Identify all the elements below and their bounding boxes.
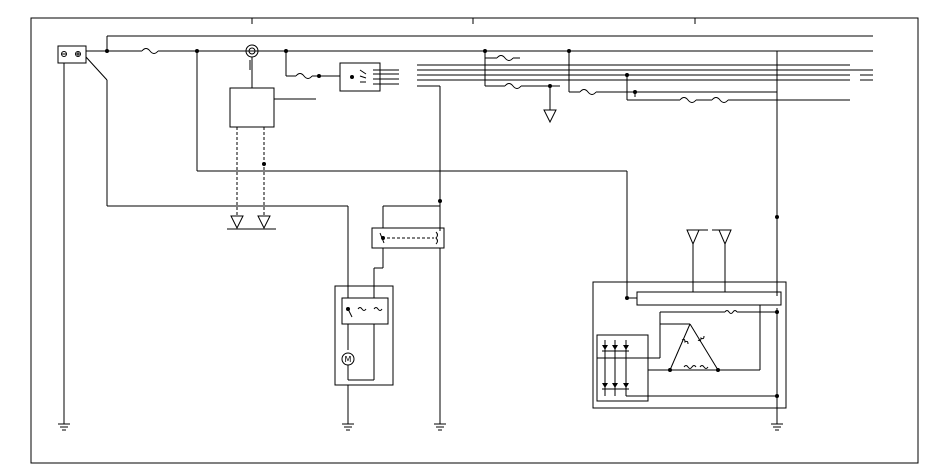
ground-symbol: [771, 423, 783, 431]
ignition-sense-wire: [196, 51, 628, 296]
alternator-output-wire: [775, 51, 779, 424]
ground-symbol: [58, 423, 70, 431]
relay-coil-feed: [417, 85, 442, 424]
ground-symbol: [434, 423, 446, 431]
starter-motor: M: [334, 285, 394, 424]
diagram-frame: [30, 17, 919, 464]
rectifier-bridge: [596, 305, 777, 402]
starter-motor-label: M: [345, 355, 352, 364]
main-supply-bus: [86, 35, 873, 53]
stator-delta-winding: [668, 323, 720, 372]
fused-circuit: [285, 51, 340, 79]
alternator: [592, 281, 787, 409]
ignition-switch-icon: [245, 44, 259, 88]
starter-feed-wire: [85, 56, 349, 293]
battery: [57, 45, 87, 64]
antenna-icon: [686, 229, 732, 292]
ground-symbol: [342, 423, 354, 431]
relay: [371, 205, 445, 298]
antenna-ground-icon: [227, 215, 276, 230]
fused-branch: [483, 49, 560, 89]
multi-switch-block: [339, 62, 399, 92]
fused-branch: [567, 49, 850, 103]
ignition-module: [229, 87, 316, 216]
main-fuse-icon: [141, 48, 162, 54]
antenna-icon: [543, 86, 557, 124]
harness-lines: [417, 64, 873, 81]
